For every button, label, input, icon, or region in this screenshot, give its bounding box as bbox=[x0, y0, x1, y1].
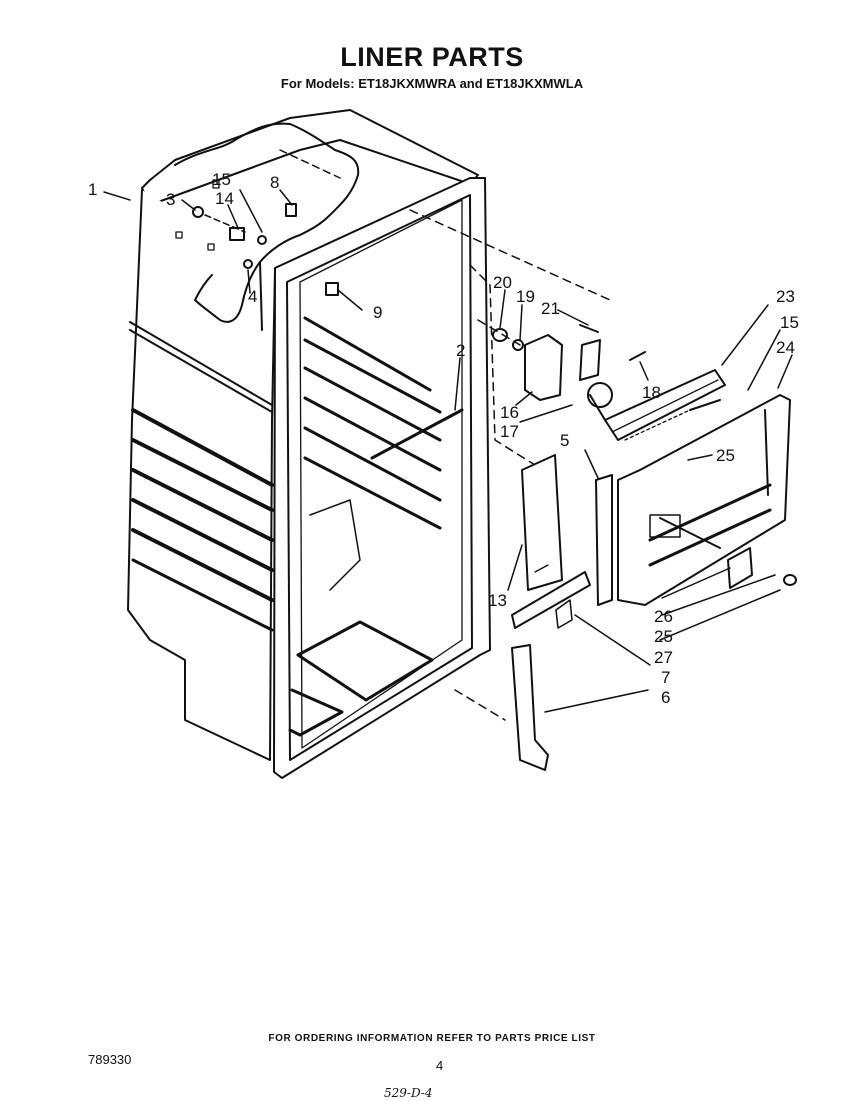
handwritten-reference: 529-D-4 bbox=[384, 1086, 433, 1100]
loose-panels bbox=[511, 454, 797, 771]
ordering-info-note: FOR ORDERING INFORMATION REFER TO PARTS … bbox=[268, 1033, 596, 1044]
callout-8: 8 bbox=[270, 173, 279, 192]
callout-26: 26 bbox=[654, 607, 673, 626]
callout-25b: 25 bbox=[654, 627, 673, 646]
leader-lines bbox=[103, 189, 793, 713]
callout-labels: 1 15 3 14 8 4 9 2 20 19 21 16 17 18 23 1… bbox=[88, 170, 799, 707]
callout-21: 21 bbox=[541, 299, 560, 318]
callout-6: 6 bbox=[661, 688, 670, 707]
page-title: LINER PARTS bbox=[340, 42, 524, 72]
callout-13: 13 bbox=[488, 591, 507, 610]
callout-1: 1 bbox=[88, 180, 97, 199]
model-subtitle: For Models: ET18JKXMWRA and ET18JKXMWLA bbox=[280, 76, 584, 91]
evaporator-panel bbox=[604, 369, 791, 606]
callout-16: 16 bbox=[500, 403, 519, 422]
top-hardware bbox=[175, 179, 339, 296]
callout-18: 18 bbox=[642, 383, 661, 402]
callout-2: 2 bbox=[456, 341, 465, 360]
callout-27: 27 bbox=[654, 648, 673, 667]
callout-3: 3 bbox=[166, 190, 175, 209]
callout-17: 17 bbox=[500, 422, 519, 441]
fan-motor-assembly bbox=[492, 324, 646, 421]
callout-25a: 25 bbox=[716, 446, 735, 465]
cabinet-liner bbox=[127, 109, 611, 779]
callout-14: 14 bbox=[215, 189, 234, 208]
callout-9: 9 bbox=[373, 303, 382, 322]
callout-23: 23 bbox=[776, 287, 795, 306]
callout-4: 4 bbox=[248, 287, 257, 306]
callout-7: 7 bbox=[661, 668, 670, 687]
document-number: 789330 bbox=[88, 1052, 132, 1067]
callout-20: 20 bbox=[493, 273, 512, 292]
callout-24: 24 bbox=[776, 338, 795, 357]
callout-19: 19 bbox=[516, 287, 535, 306]
callout-5: 5 bbox=[560, 431, 569, 450]
page-number: 4 bbox=[436, 1058, 444, 1073]
callout-15b: 15 bbox=[780, 313, 799, 332]
callout-15a: 15 bbox=[212, 170, 231, 189]
